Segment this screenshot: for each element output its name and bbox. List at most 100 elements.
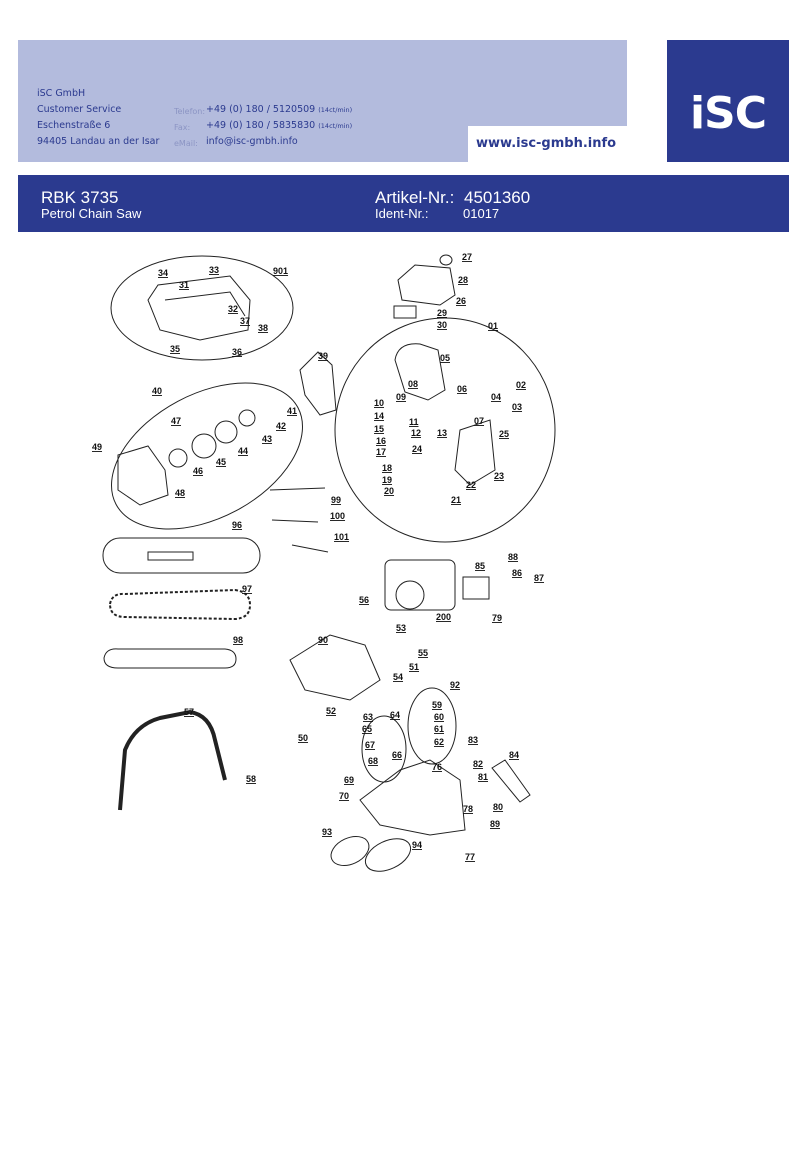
- part-label-17: 17: [376, 447, 386, 457]
- part-label-901: 901: [273, 266, 288, 276]
- part-label-59: 59: [432, 700, 442, 710]
- part-label-88: 88: [508, 552, 518, 562]
- front-handle-57: [118, 709, 227, 811]
- part-label-58: 58: [246, 774, 256, 784]
- pulley-46: [168, 448, 188, 468]
- part-label-20: 20: [384, 486, 394, 496]
- part-label-45: 45: [216, 457, 226, 467]
- part-label-21: 21: [451, 495, 461, 505]
- ident-label: Ident-Nr.:: [375, 206, 429, 221]
- spring-44: [214, 420, 238, 444]
- part-label-01: 01: [488, 321, 498, 331]
- part-label-28: 28: [458, 275, 468, 285]
- part-label-60: 60: [434, 712, 444, 722]
- part-label-25: 25: [499, 429, 509, 439]
- bar-cover-slot: [147, 551, 194, 561]
- part-label-41: 41: [287, 406, 297, 416]
- cover-93: [330, 835, 370, 867]
- rear-handle-shape: [147, 275, 251, 341]
- plate-84: [491, 759, 531, 803]
- diagram-line-art: [102, 254, 556, 872]
- part-label-40: 40: [152, 386, 162, 396]
- part-label-81: 81: [478, 772, 488, 782]
- part-label-200: 200: [436, 612, 451, 622]
- phone-number: +49 (0) 180 / 5120509: [206, 104, 316, 115]
- fax-label: Fax:: [174, 123, 191, 132]
- part-label-24: 24: [412, 444, 422, 454]
- part-label-89: 89: [490, 819, 500, 829]
- part-label-85: 85: [475, 561, 485, 571]
- part-label-55: 55: [418, 648, 428, 658]
- part-label-61: 61: [434, 724, 444, 734]
- part-label-04: 04: [491, 392, 501, 402]
- part-label-63: 63: [363, 712, 373, 722]
- product-title-band: RBK 3735 Petrol Chain Saw Artikel-Nr.: 4…: [18, 175, 789, 232]
- part-label-93: 93: [322, 827, 332, 837]
- crankcase-90: [289, 634, 381, 701]
- part-label-53: 53: [396, 623, 406, 633]
- article-label: Artikel-Nr.:: [375, 188, 455, 207]
- part-label-37: 37: [240, 316, 250, 326]
- part-label-43: 43: [262, 434, 272, 444]
- engine-200: [384, 559, 456, 611]
- part-label-78: 78: [463, 804, 473, 814]
- part-label-06: 06: [457, 384, 467, 394]
- cap-27: [439, 254, 453, 266]
- department: Customer Service: [37, 104, 122, 115]
- part-label-14: 14: [374, 411, 384, 421]
- email-link[interactable]: info@isc-gmbh.info: [206, 136, 298, 147]
- part-label-65: 65: [362, 724, 372, 734]
- tool-99: [269, 487, 326, 491]
- part-label-64: 64: [390, 710, 400, 720]
- article-number: 4501360: [464, 188, 531, 207]
- part-label-67: 67: [365, 740, 375, 750]
- cover-94: [364, 838, 412, 872]
- part-label-57: 57: [184, 707, 194, 717]
- part-label-09: 09: [396, 392, 406, 402]
- group-01-outline: [334, 317, 556, 543]
- part-label-47: 47: [171, 416, 181, 426]
- tool-101: [291, 544, 329, 553]
- part-label-92: 92: [450, 680, 460, 690]
- brake-body-shape: [454, 419, 496, 486]
- part-label-76: 76: [432, 762, 442, 772]
- part-label-98: 98: [233, 635, 243, 645]
- part-label-22: 22: [466, 480, 476, 490]
- company-name: iSC GmbH: [37, 88, 86, 99]
- carburetor-85: [462, 576, 490, 600]
- part-label-100: 100: [330, 511, 345, 521]
- phone-value[interactable]: +49 (0) 180 / 5120509 (14ct/min): [206, 102, 352, 118]
- website-link[interactable]: www.isc-gmbh.info: [476, 136, 617, 151]
- brake-handle-shape: [394, 343, 446, 401]
- part-label-32: 32: [228, 304, 238, 314]
- part-label-77: 77: [465, 852, 475, 862]
- starter-cover-shape: [117, 445, 169, 506]
- part-label-12: 12: [411, 428, 421, 438]
- part-label-101: 101: [334, 532, 349, 542]
- part-label-49: 49: [92, 442, 102, 452]
- part-label-48: 48: [175, 488, 185, 498]
- part-label-42: 42: [276, 421, 286, 431]
- website-box: [468, 126, 627, 162]
- part-label-46: 46: [193, 466, 203, 476]
- guide-bar-98: [103, 648, 237, 669]
- part-label-26: 26: [456, 296, 466, 306]
- part-label-08: 08: [408, 379, 418, 389]
- part-label-90: 90: [318, 635, 328, 645]
- group-92-outline: [407, 687, 457, 765]
- part-label-35: 35: [170, 344, 180, 354]
- part-label-38: 38: [258, 323, 268, 333]
- part-label-39: 39: [318, 351, 328, 361]
- part-label-31: 31: [179, 280, 189, 290]
- part-label-84: 84: [509, 750, 519, 760]
- fan-housing-39: [299, 351, 337, 416]
- part-label-86: 86: [512, 568, 522, 578]
- product-description: Petrol Chain Saw: [41, 206, 142, 221]
- part-label-99: 99: [331, 495, 341, 505]
- pulley-45: [191, 433, 217, 459]
- phone-label: Telefon:: [174, 107, 206, 116]
- part-label-18: 18: [382, 463, 392, 473]
- part-label-97: 97: [242, 584, 252, 594]
